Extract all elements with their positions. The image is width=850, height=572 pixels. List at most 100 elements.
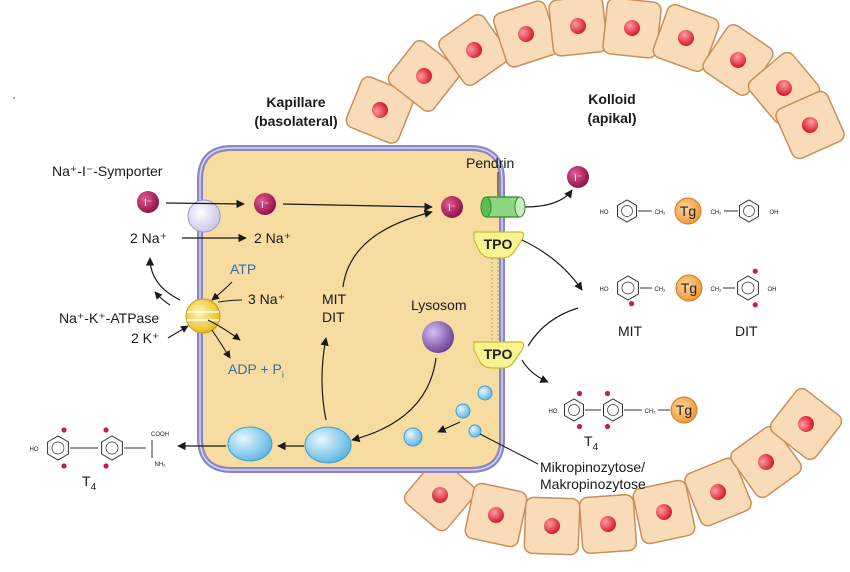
oh-label: OH <box>770 210 779 216</box>
atp-label: ATP <box>230 261 256 277</box>
epithelial-cell <box>387 39 461 113</box>
benzene-ring <box>47 435 69 461</box>
tg-icon <box>670 396 698 424</box>
epithelial-cell <box>403 458 477 532</box>
nucleus-icon <box>432 487 448 503</box>
mit-molecule-label: MIT <box>618 323 643 339</box>
epithelial-cell <box>578 493 638 555</box>
tg-label: Tg <box>681 280 697 296</box>
endocytosis-label-sub: Makropinozytose <box>540 476 646 492</box>
nucleus-icon <box>624 20 640 36</box>
ch2-label: CH₂ <box>711 287 723 293</box>
tg-label: Tg <box>676 402 692 418</box>
arrow <box>145 257 181 301</box>
nucleus-icon <box>570 18 586 34</box>
epithelial-cell <box>523 496 581 556</box>
mit-label: MIT <box>322 291 347 307</box>
iodide-icon: I⁻ <box>254 193 276 215</box>
arrow <box>211 329 231 359</box>
epithelial-cell <box>602 0 662 59</box>
nucleus-icon <box>518 26 534 42</box>
dit-label: DIT <box>322 309 345 325</box>
ring-bond <box>743 205 755 217</box>
follicle-epithelium-top <box>345 0 845 160</box>
arrow <box>167 325 189 339</box>
epithelial-cell <box>775 90 845 160</box>
arrow <box>351 357 437 443</box>
nucleus-icon <box>416 68 432 84</box>
benzene-ring <box>101 435 123 461</box>
iodide-label: I⁻ <box>448 203 456 214</box>
na-label-left: 2 Na⁺ <box>130 230 167 246</box>
capillary-label: Kapillare <box>266 94 325 110</box>
na-label-right: 2 Na⁺ <box>254 230 291 246</box>
iodine-atom <box>752 268 758 274</box>
epithelial-cell <box>438 13 510 87</box>
endocytosis-leader <box>479 433 539 465</box>
iodine-atom <box>576 390 583 397</box>
iodine-atom <box>61 463 67 469</box>
tpo-icon: TPO <box>473 341 525 369</box>
benzene-ring <box>739 199 759 223</box>
epithelial-cell <box>652 3 720 73</box>
iodide-icon: I⁻ <box>137 191 159 213</box>
follicle-epithelium-bottom <box>403 387 843 556</box>
cooh-label: COOH <box>151 432 169 438</box>
nucleus-icon <box>678 30 694 46</box>
arrow <box>282 202 433 212</box>
iodide-icon: I⁻ <box>567 166 589 188</box>
tg-icon <box>674 197 702 225</box>
arrow <box>217 299 243 303</box>
nucleus-icon <box>466 42 482 58</box>
pendrin-icon <box>480 196 526 218</box>
na3-label: 3 Na⁺ <box>248 291 285 307</box>
nucleus-icon <box>798 416 814 432</box>
nucleus-icon <box>802 117 818 133</box>
arrow <box>211 281 233 301</box>
nh2-label: NH₂ <box>155 462 167 468</box>
atpase-icon <box>185 298 221 334</box>
epithelial-cell <box>769 387 843 461</box>
arrow <box>165 199 245 209</box>
arrow <box>521 239 583 291</box>
iodide-label: I⁻ <box>574 173 582 184</box>
tpo-label: TPO <box>484 346 513 362</box>
ring-bond <box>568 404 580 416</box>
vesicle-icon <box>455 403 471 419</box>
t4-tg-label: T4 <box>584 433 599 453</box>
pendrin-label: Pendrin <box>466 155 514 171</box>
ring-bond <box>105 441 119 455</box>
ch2-label: CH₂ <box>645 409 657 415</box>
lysosome-icon <box>422 321 454 353</box>
arrow <box>527 307 579 347</box>
nucleus-icon <box>600 516 616 532</box>
lysosome-label: Lysosom <box>411 297 467 313</box>
vesicle-icon <box>227 426 273 462</box>
dit-molecule-label: DIT <box>735 323 758 339</box>
arrow <box>154 291 171 306</box>
symporter-icon <box>187 199 221 233</box>
iodine-atom <box>629 301 635 307</box>
nucleus-icon <box>710 484 726 500</box>
ho-label: HO <box>549 409 558 415</box>
epithelial-cell <box>548 0 608 57</box>
iodine-atom <box>604 423 611 430</box>
oh-label: OH <box>768 287 777 293</box>
adp-label: ADP + Pi <box>228 361 284 380</box>
iodine-atom <box>604 390 611 397</box>
epithelial-cell <box>632 479 696 545</box>
nucleus-icon <box>776 80 792 96</box>
nucleus-icon <box>544 518 560 534</box>
nucleus-icon <box>758 454 774 470</box>
tpo-label: TPO <box>484 236 513 252</box>
arrow <box>320 337 329 421</box>
benzene-ring <box>603 398 623 422</box>
arrow <box>437 421 461 433</box>
arrow <box>523 189 573 208</box>
nucleus-icon <box>488 507 504 523</box>
iodine-atom <box>103 463 109 469</box>
arrow <box>342 209 433 288</box>
